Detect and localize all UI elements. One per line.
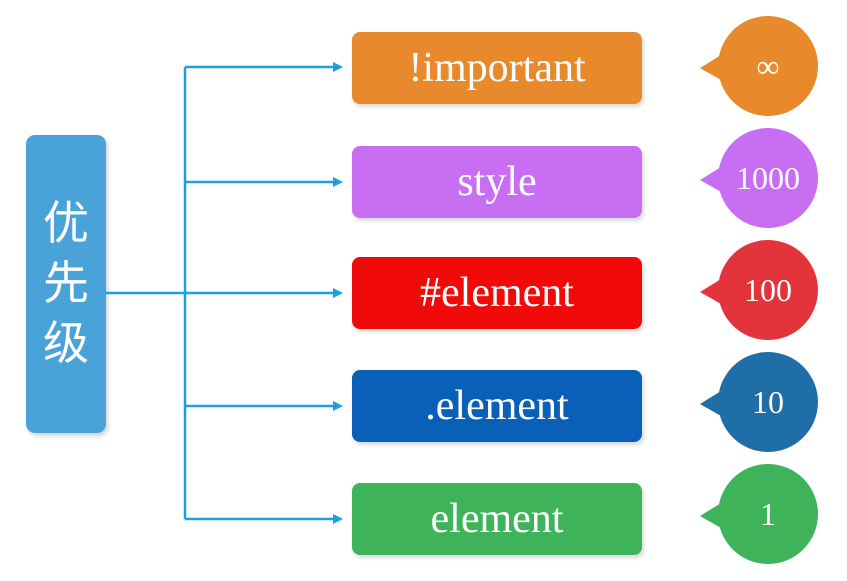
selector-label-style: style [457,159,537,205]
weight-bubble-id: 100 [692,240,832,340]
selector-box-class: .element [352,370,642,442]
selector-label-important: !important [408,45,586,91]
weight-value-important: ∞ [756,47,780,84]
weight-bubble-style: 1000 [692,128,832,228]
weight-value-class: 10 [752,383,784,420]
weight-value-style: 1000 [736,159,800,196]
selector-box-id: #element [352,257,642,329]
weight-value-element: 1 [760,495,776,532]
weight-value-id: 100 [744,271,792,308]
selector-label-class: .element [425,383,569,429]
selector-box-important: !important [352,32,642,104]
weight-bubble-important: ∞ [692,16,832,116]
weight-bubble-element: 1 [692,464,832,564]
selector-box-element: element [352,483,642,555]
selector-box-style: style [352,146,642,218]
root-char-1: 优 [43,196,89,251]
selector-label-id: #element [420,270,574,316]
root-char-2: 先 [43,256,89,311]
selector-label-element: element [430,496,564,542]
priority-root-box: 优 先 级 [26,135,106,433]
weight-bubble-class: 10 [692,352,832,452]
root-char-3: 级 [43,315,89,370]
